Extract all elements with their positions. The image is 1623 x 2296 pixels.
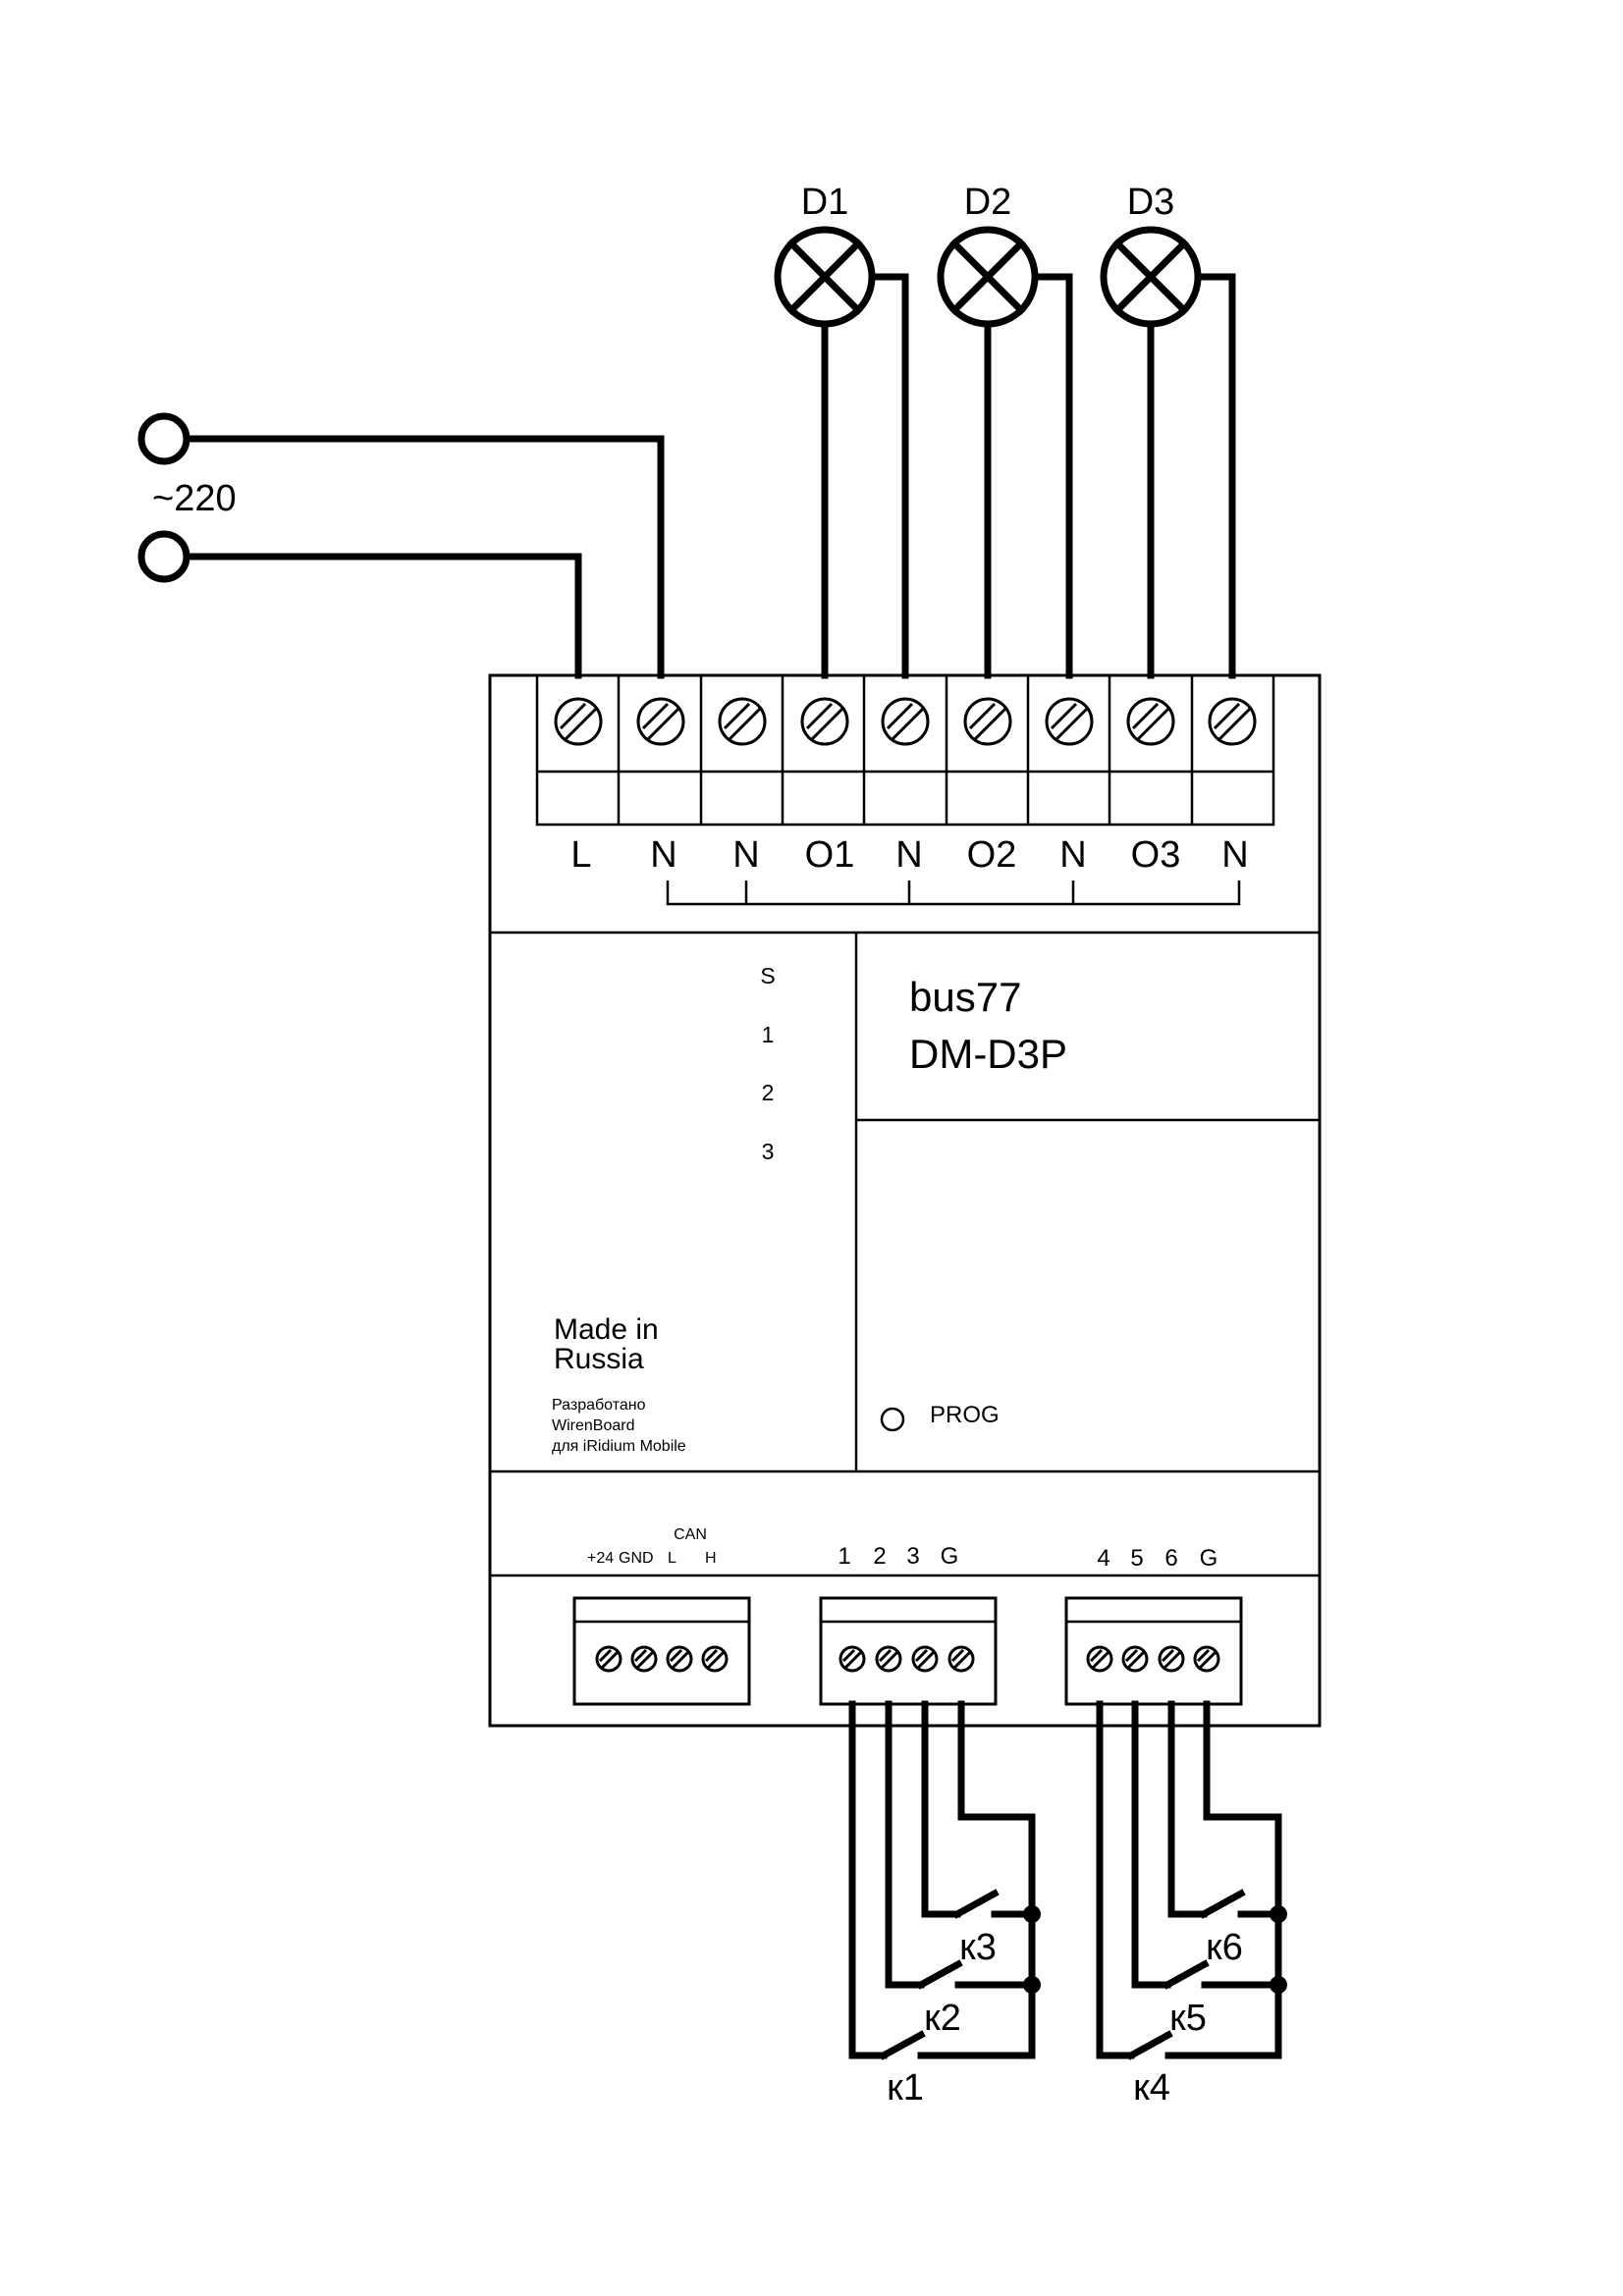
screw-icon xyxy=(1086,1645,1113,1673)
switch-label-k4: к4 xyxy=(1133,2067,1170,2109)
terminal-label: O3 xyxy=(1131,834,1181,876)
supply-terminal-2 xyxy=(137,530,190,583)
terminal-label: N xyxy=(895,834,922,876)
can-label-l: L xyxy=(668,1550,676,1567)
prog-label: PROG xyxy=(930,1402,1000,1428)
supply-label: ~220 xyxy=(152,478,237,519)
input-label-1: 1 xyxy=(838,1543,850,1570)
switch-labels: к1 к2 к3 к4 к5 к6 xyxy=(887,1927,1243,2109)
screw-icon xyxy=(1208,697,1257,746)
input-label-g2: G xyxy=(1200,1545,1218,1572)
switch-group-1 xyxy=(848,1700,1041,2060)
connector-screws xyxy=(595,1645,1220,1673)
screw-icon xyxy=(1158,1645,1185,1673)
power-can-connector xyxy=(572,1596,751,1706)
input-label-g1: G xyxy=(941,1543,959,1570)
screw-icon xyxy=(875,1645,902,1673)
inputs-1-3-connector xyxy=(819,1596,998,1706)
led-indicators: S 1 2 3 xyxy=(760,963,775,1164)
power-label-24: +24 xyxy=(587,1550,614,1567)
screw-icon xyxy=(947,1645,975,1673)
screw-icon xyxy=(666,1645,693,1673)
switch-label-k3: к3 xyxy=(959,1927,997,1968)
prog-button[interactable] xyxy=(880,1407,905,1432)
device-model: DM-D3P xyxy=(909,1031,1067,1077)
origin-line-1: Made in xyxy=(554,1313,659,1346)
switch-label-k5: к5 xyxy=(1169,1998,1207,2039)
switch-label-k2: к2 xyxy=(924,1998,961,2039)
terminal-label: L xyxy=(570,834,591,876)
terminal-label: N xyxy=(1059,834,1086,876)
credit-line-2: WirenBoard xyxy=(552,1417,634,1434)
led-label-3: 3 xyxy=(762,1139,775,1164)
screw-icon xyxy=(636,697,685,746)
can-header: CAN xyxy=(674,1526,707,1543)
led-label-s: S xyxy=(760,963,775,988)
neutral-bridge xyxy=(666,881,1241,906)
device-housing: L N N O1 N O2 N O3 N S 1 2 3 xyxy=(488,673,1322,1728)
lamp-d3: D3 xyxy=(1100,182,1202,328)
origin-line-2: Russia xyxy=(554,1343,644,1375)
switch-group-2 xyxy=(1096,1700,1287,2060)
screw-icon xyxy=(595,1645,622,1673)
top-wiring xyxy=(183,273,1236,679)
lamp-d2: D2 xyxy=(937,182,1039,328)
junction-dot xyxy=(1270,1905,1287,1923)
input-label-6: 6 xyxy=(1164,1545,1177,1572)
screw-icon xyxy=(1193,1645,1220,1673)
switch-label-k1: к1 xyxy=(887,2067,924,2109)
screw-icon xyxy=(1121,1645,1149,1673)
led-label-2: 2 xyxy=(762,1080,775,1105)
credit-line-1: Разработано xyxy=(552,1397,646,1414)
device-brand: bus77 xyxy=(909,974,1021,1020)
inputs-4-6-connector xyxy=(1064,1596,1243,1706)
junction-dot xyxy=(1023,1976,1041,1994)
screw-icon xyxy=(1126,697,1175,746)
supply-terminal-1 xyxy=(137,412,190,465)
screw-icon xyxy=(963,697,1012,746)
screw-icon xyxy=(701,1645,729,1673)
screw-icon xyxy=(1045,697,1094,746)
credit-line-3: для iRidium Mobile xyxy=(552,1438,686,1455)
junction-dot xyxy=(1023,1905,1041,1923)
terminal-label: O2 xyxy=(967,834,1017,876)
input-label-5: 5 xyxy=(1130,1545,1143,1572)
screw-icon xyxy=(554,697,603,746)
screw-icon xyxy=(881,697,930,746)
device-outline xyxy=(488,673,1322,1728)
top-terminal-block xyxy=(535,673,1275,827)
input-label-4: 4 xyxy=(1097,1545,1109,1572)
supply-input: ~220 xyxy=(137,412,237,583)
bottom-connectors: CAN +24 GND L H 1 2 3 G 4 5 6 G xyxy=(572,1526,1243,1706)
screw-icon xyxy=(718,697,767,746)
switch-label-k6: к6 xyxy=(1206,1927,1243,1968)
input-label-3: 3 xyxy=(906,1543,919,1570)
lamp-d1-label: D1 xyxy=(801,182,849,223)
screw-icon xyxy=(800,697,849,746)
screw-icon xyxy=(911,1645,939,1673)
terminal-label: N xyxy=(1221,834,1248,876)
led-label-1: 1 xyxy=(762,1022,775,1047)
terminal-label: O1 xyxy=(805,834,855,876)
screw-icon xyxy=(630,1645,658,1673)
lamp-d1: D1 xyxy=(774,182,876,328)
input-label-2: 2 xyxy=(873,1543,886,1570)
power-label-gnd: GND xyxy=(619,1550,654,1567)
terminal-labels: L N N O1 N O2 N O3 N xyxy=(570,834,1248,876)
junction-dot xyxy=(1270,1976,1287,1994)
terminal-label: N xyxy=(650,834,676,876)
lamp-d2-label: D2 xyxy=(964,182,1012,223)
lamp-d3-label: D3 xyxy=(1127,182,1175,223)
can-label-h: H xyxy=(705,1550,717,1567)
terminal-screws xyxy=(554,697,1257,746)
terminal-label: N xyxy=(732,834,759,876)
screw-icon xyxy=(839,1645,866,1673)
